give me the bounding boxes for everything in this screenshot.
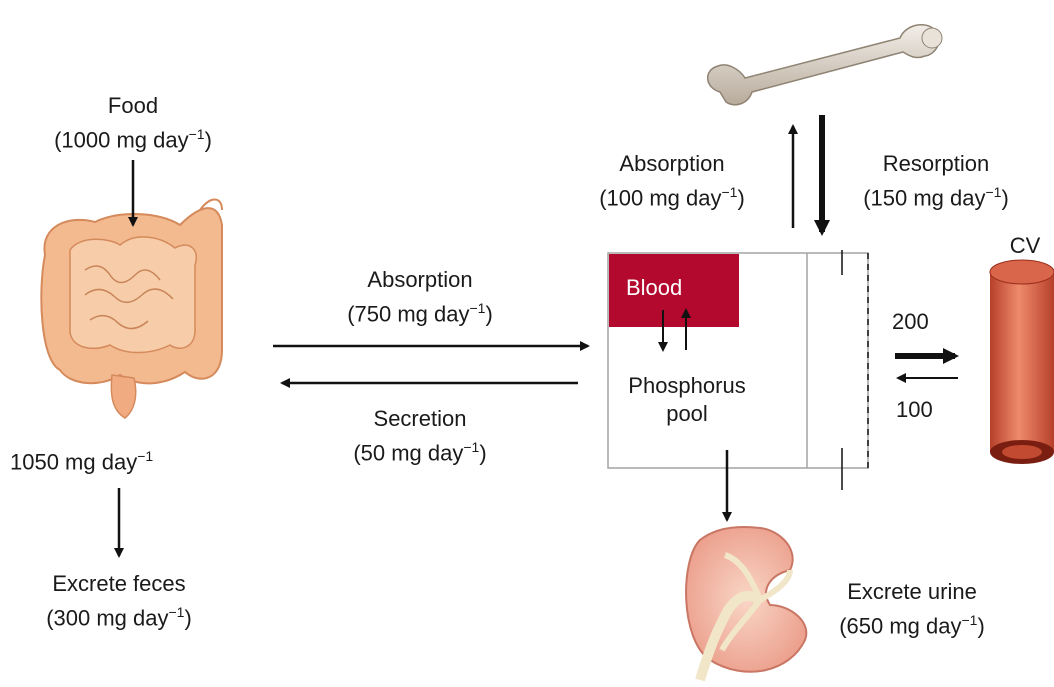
- feces-title: Excrete feces: [8, 570, 230, 598]
- phosphorus-pool-line2: pool: [612, 400, 762, 428]
- bone-absorption-label: Absorption (100 mg day−1): [572, 150, 772, 212]
- gut-total-label: 1050 mg day−1: [10, 442, 210, 476]
- gut-total-exp: −1: [137, 448, 153, 464]
- kidney-cross-section-illustration: [686, 527, 806, 680]
- bone-resorption-rate: (150 mg day−1): [832, 178, 1040, 212]
- food-label: Food (1000 mg day−1): [28, 92, 238, 154]
- gut-secretion-rate: (50 mg day−1): [315, 433, 525, 467]
- urine-rate: (650 mg day−1): [812, 606, 1012, 640]
- intestine-illustration: [41, 200, 222, 419]
- gut-absorption-title: Absorption: [310, 266, 530, 294]
- blood-label: Blood: [626, 274, 682, 302]
- cv-in-value: 100: [896, 396, 933, 424]
- food-title: Food: [28, 92, 238, 120]
- gut-secretion-title: Secretion: [315, 405, 525, 433]
- femur-bone-illustration: [708, 25, 942, 105]
- bone-absorption-rate: (100 mg day−1): [572, 178, 772, 212]
- bone-resorption-label: Resorption (150 mg day−1): [832, 150, 1040, 212]
- feces-label: Excrete feces (300 mg day−1): [8, 570, 230, 632]
- urine-title: Excrete urine: [812, 578, 1012, 606]
- gut-secretion-label: Secretion (50 mg day−1): [315, 405, 525, 467]
- urine-label: Excrete urine (650 mg day−1): [812, 578, 1012, 640]
- gut-absorption-label: Absorption (750 mg day−1): [310, 266, 530, 328]
- phosphorus-pool-label: Phosphorus pool: [612, 372, 762, 428]
- bone-absorption-title: Absorption: [572, 150, 772, 178]
- blood-vessel-illustration: [990, 260, 1054, 464]
- feces-rate: (300 mg day−1): [8, 598, 230, 632]
- bone-resorption-title: Resorption: [832, 150, 1040, 178]
- food-rate: (1000 mg day−1): [28, 120, 238, 154]
- gut-total-rate: 1050 mg day: [10, 449, 137, 474]
- cv-label: CV: [1000, 232, 1050, 260]
- gut-absorption-rate: (750 mg day−1): [310, 294, 530, 328]
- phosphorus-pool-line1: Phosphorus: [612, 372, 762, 400]
- cv-out-value: 200: [892, 308, 929, 336]
